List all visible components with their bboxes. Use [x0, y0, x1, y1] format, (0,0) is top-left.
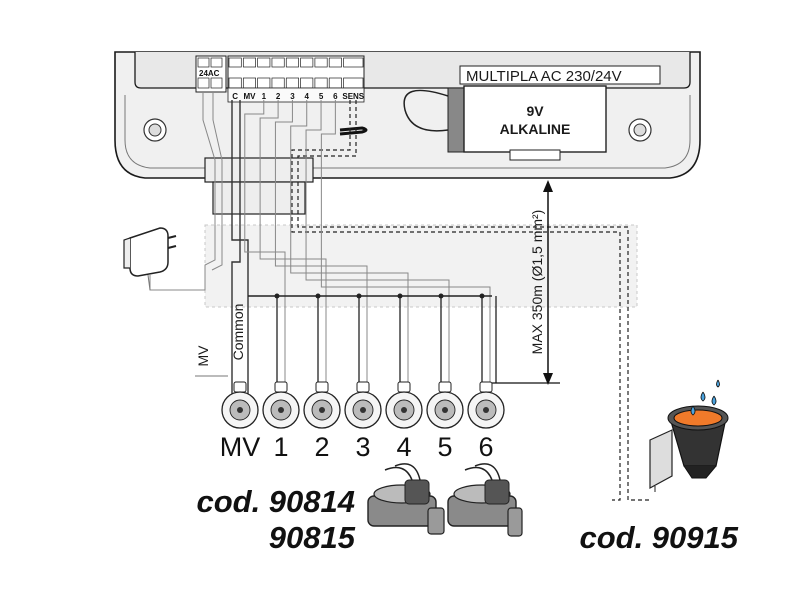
terminal-label: 5 — [319, 92, 324, 101]
bus-node — [479, 293, 485, 299]
zone-wire — [274, 100, 368, 382]
battery: 9V ALKALINE — [403, 85, 607, 161]
cable-gland — [204, 157, 314, 215]
valve-label: 6 — [478, 432, 493, 462]
valve-code-line1: cod. 90814 — [196, 484, 355, 519]
valve-solenoid-mv: MV — [220, 381, 261, 462]
bus-node — [438, 293, 444, 299]
wiring-area-background — [204, 224, 638, 308]
terminal-screw — [228, 57, 242, 68]
terminal-label: C — [232, 92, 238, 101]
wires — [149, 92, 650, 501]
valve-label: 1 — [273, 432, 288, 462]
terminal-screw — [197, 57, 210, 68]
terminal-label: 1 — [262, 92, 267, 101]
valve-code-line2: 90815 — [269, 520, 356, 555]
valve-label: 2 — [314, 432, 329, 462]
zone-wire — [305, 100, 450, 382]
terminal-screw — [242, 57, 256, 68]
valve-solenoid-5: 5 — [426, 381, 464, 462]
terminal-screw — [285, 57, 299, 68]
valve-label: 4 — [396, 432, 411, 462]
battery-type: ALKALINE — [500, 121, 571, 137]
terminal-label: 2 — [276, 92, 281, 101]
valve-solenoid-4: 4 — [385, 381, 423, 462]
terminal-screw — [314, 57, 328, 68]
max-length-label: MAX 350m (Ø1,5 mm²) — [529, 210, 545, 355]
terminal-label: 6 — [333, 92, 338, 101]
valve-solenoid-3: 3 — [344, 381, 382, 462]
sensor-jumper — [339, 126, 368, 136]
power-adapter-icon — [123, 227, 177, 291]
solenoid-valve-left — [367, 463, 445, 535]
valve-solenoid-1: 1 — [262, 381, 300, 462]
common-label: Common — [230, 304, 246, 361]
model-label: MULTIPLA AC 230/24V — [466, 68, 622, 85]
terminal-screw — [271, 57, 285, 68]
bus-node — [397, 293, 403, 299]
terminal-label: 4 — [305, 92, 310, 101]
power-terminal-label: 24AC — [199, 69, 220, 78]
rain-sensor-icon — [649, 379, 729, 492]
terminal-label: SENS — [342, 92, 364, 101]
zone-wire — [244, 100, 286, 382]
bus-node — [315, 293, 321, 299]
terminal-screw — [343, 57, 364, 68]
valve-label: 3 — [355, 432, 370, 462]
bus-node — [274, 293, 280, 299]
zone-wire — [290, 100, 409, 382]
mv-side-label: MV — [195, 345, 211, 367]
terminal-screw — [257, 57, 271, 68]
valve-label: MV — [220, 432, 261, 462]
sensor-code: cod. 90915 — [579, 520, 738, 555]
valve-label: 5 — [437, 432, 452, 462]
terminal-label: 3 — [290, 92, 295, 101]
zone-wires — [244, 100, 491, 382]
valve-solenoid-6: 6 — [467, 381, 505, 462]
battery-voltage: 9V — [526, 103, 544, 119]
model-label-box — [459, 65, 661, 85]
bus-node — [356, 293, 362, 299]
terminal-screw — [300, 57, 314, 68]
terminal-screw — [210, 57, 223, 68]
valve-solenoid-2: 2 — [303, 381, 341, 462]
terminal-label: MV — [243, 92, 256, 101]
solenoid-valve-right — [447, 463, 523, 537]
terminal-screw — [328, 57, 342, 68]
max-length-arrow: MAX 350m (Ø1,5 mm²) — [492, 180, 560, 385]
zone-wire — [320, 100, 491, 382]
